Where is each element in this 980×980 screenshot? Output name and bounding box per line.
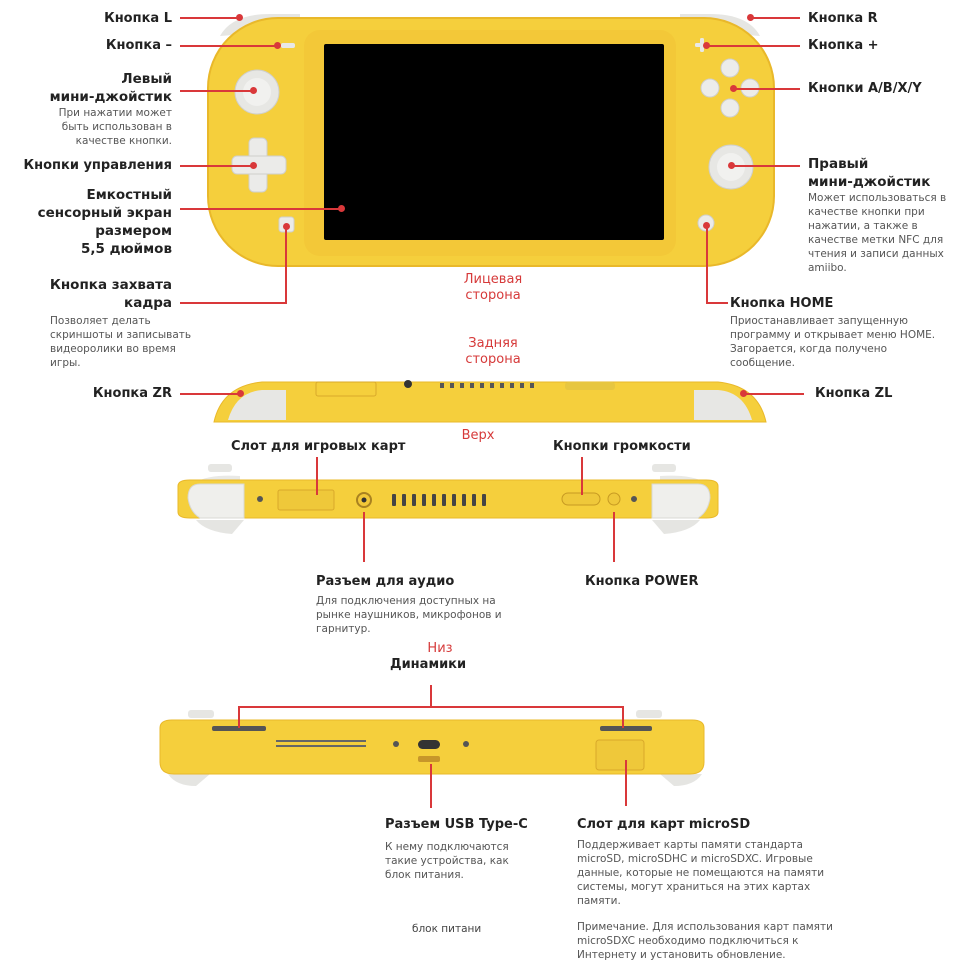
desc-home: Приостанавливает запущенную программу и …: [730, 315, 936, 369]
label-audio: Разъем для аудио: [316, 574, 455, 589]
label-button-l: Кнопка L: [104, 11, 172, 26]
desc-right-stick: Может использоваться в качестве кнопки п…: [808, 192, 947, 274]
section-back: Задняя сторона: [465, 336, 521, 367]
section-front: Лицевая сторона: [463, 272, 523, 303]
section-top: Верх: [461, 428, 495, 443]
label-dpad: Кнопки управления: [23, 158, 172, 173]
section-bottom: Низ: [427, 641, 453, 656]
label-usb-c: Разъем USB Type-C: [385, 817, 528, 832]
label-speakers: Динамики: [390, 657, 467, 672]
usb-c-port: [418, 740, 440, 749]
console-top-illustration: [177, 464, 719, 534]
label-power: Кнопка POWER: [585, 574, 699, 589]
dpad: [231, 137, 287, 193]
desc-capture: Позволяет делать скриншоты и записывать …: [50, 315, 192, 369]
label-right-stick: Правый мини-джойстик: [808, 156, 931, 190]
note-microsd: Примечание. Для использования карт памят…: [577, 921, 833, 961]
game-card-slot: [277, 489, 335, 511]
power-button: [607, 492, 621, 506]
desc-usb-c-duplicate: блок питани: [412, 923, 482, 935]
label-button-plus: Кнопка +: [808, 38, 879, 53]
console-front-illustration: [207, 14, 775, 423]
desc-audio: Для подключения доступных на рынке наушн…: [316, 595, 502, 635]
speaker-right: [600, 726, 652, 731]
touch-screen: [324, 44, 664, 240]
desc-microsd: Поддерживает карты памяти стандарта micr…: [577, 839, 825, 907]
label-home: Кнопка HOME: [730, 296, 834, 311]
label-abxy: Кнопки A/B/X/Y: [808, 81, 922, 96]
label-button-zl: Кнопка ZL: [815, 386, 893, 401]
speaker-left: [212, 726, 266, 731]
abxy-buttons: [700, 58, 760, 118]
console-back: [213, 381, 767, 423]
microsd-slot: [595, 739, 645, 771]
label-volume: Кнопки громкости: [553, 439, 691, 454]
label-game-slot: Слот для игровых карт: [231, 439, 406, 454]
desc-left-stick: При нажатии может быть использован в кач…: [58, 107, 172, 147]
label-button-minus: Кнопка –: [105, 38, 172, 53]
desc-usb-c: К нему подключаются такие устройства, ка…: [385, 841, 509, 881]
label-capture: Кнопка захвата кадра: [49, 277, 172, 311]
label-microsd: Слот для карт microSD: [577, 817, 751, 832]
minus-button: [281, 43, 295, 48]
label-button-zr: Кнопка ZR: [92, 386, 172, 401]
console-bottom-illustration: [159, 710, 705, 786]
label-screen: Емкостный сенсорный экран размером 5,5 д…: [37, 187, 172, 257]
label-button-r: Кнопка R: [808, 11, 878, 26]
label-left-stick: Левый мини-джойстик: [49, 71, 172, 105]
